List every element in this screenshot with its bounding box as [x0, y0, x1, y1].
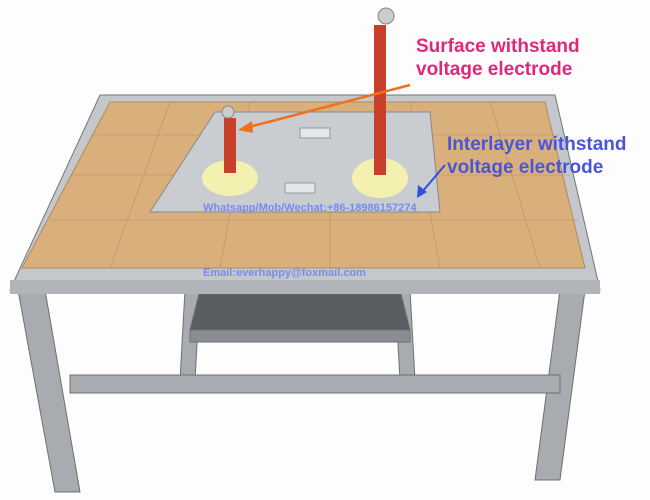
interlayer-label-line2: voltage electrode: [447, 156, 604, 178]
surface-electrode-label: Surface withstand voltage electrode: [416, 36, 580, 82]
phone-watermark: Whatsapp/Mob/Wechat:+86-18986157274: [203, 202, 417, 214]
interlayer-electrode-label: Interlayer withstand voltage electrode: [447, 134, 627, 180]
interlayer-label-line1: Interlayer withstand: [447, 134, 627, 155]
surface-electrode: [352, 7, 408, 198]
email-watermark: Email:everhappy@foxmail.com: [203, 267, 366, 279]
orange-arrow: [238, 83, 411, 133]
blue-arrow: [417, 164, 446, 198]
surface-label-line2: voltage electrode: [416, 58, 573, 80]
interlayer-electrode: [202, 105, 258, 196]
surface-label-line1: Surface withstand: [416, 36, 580, 57]
steel-frame: [17, 289, 586, 493]
